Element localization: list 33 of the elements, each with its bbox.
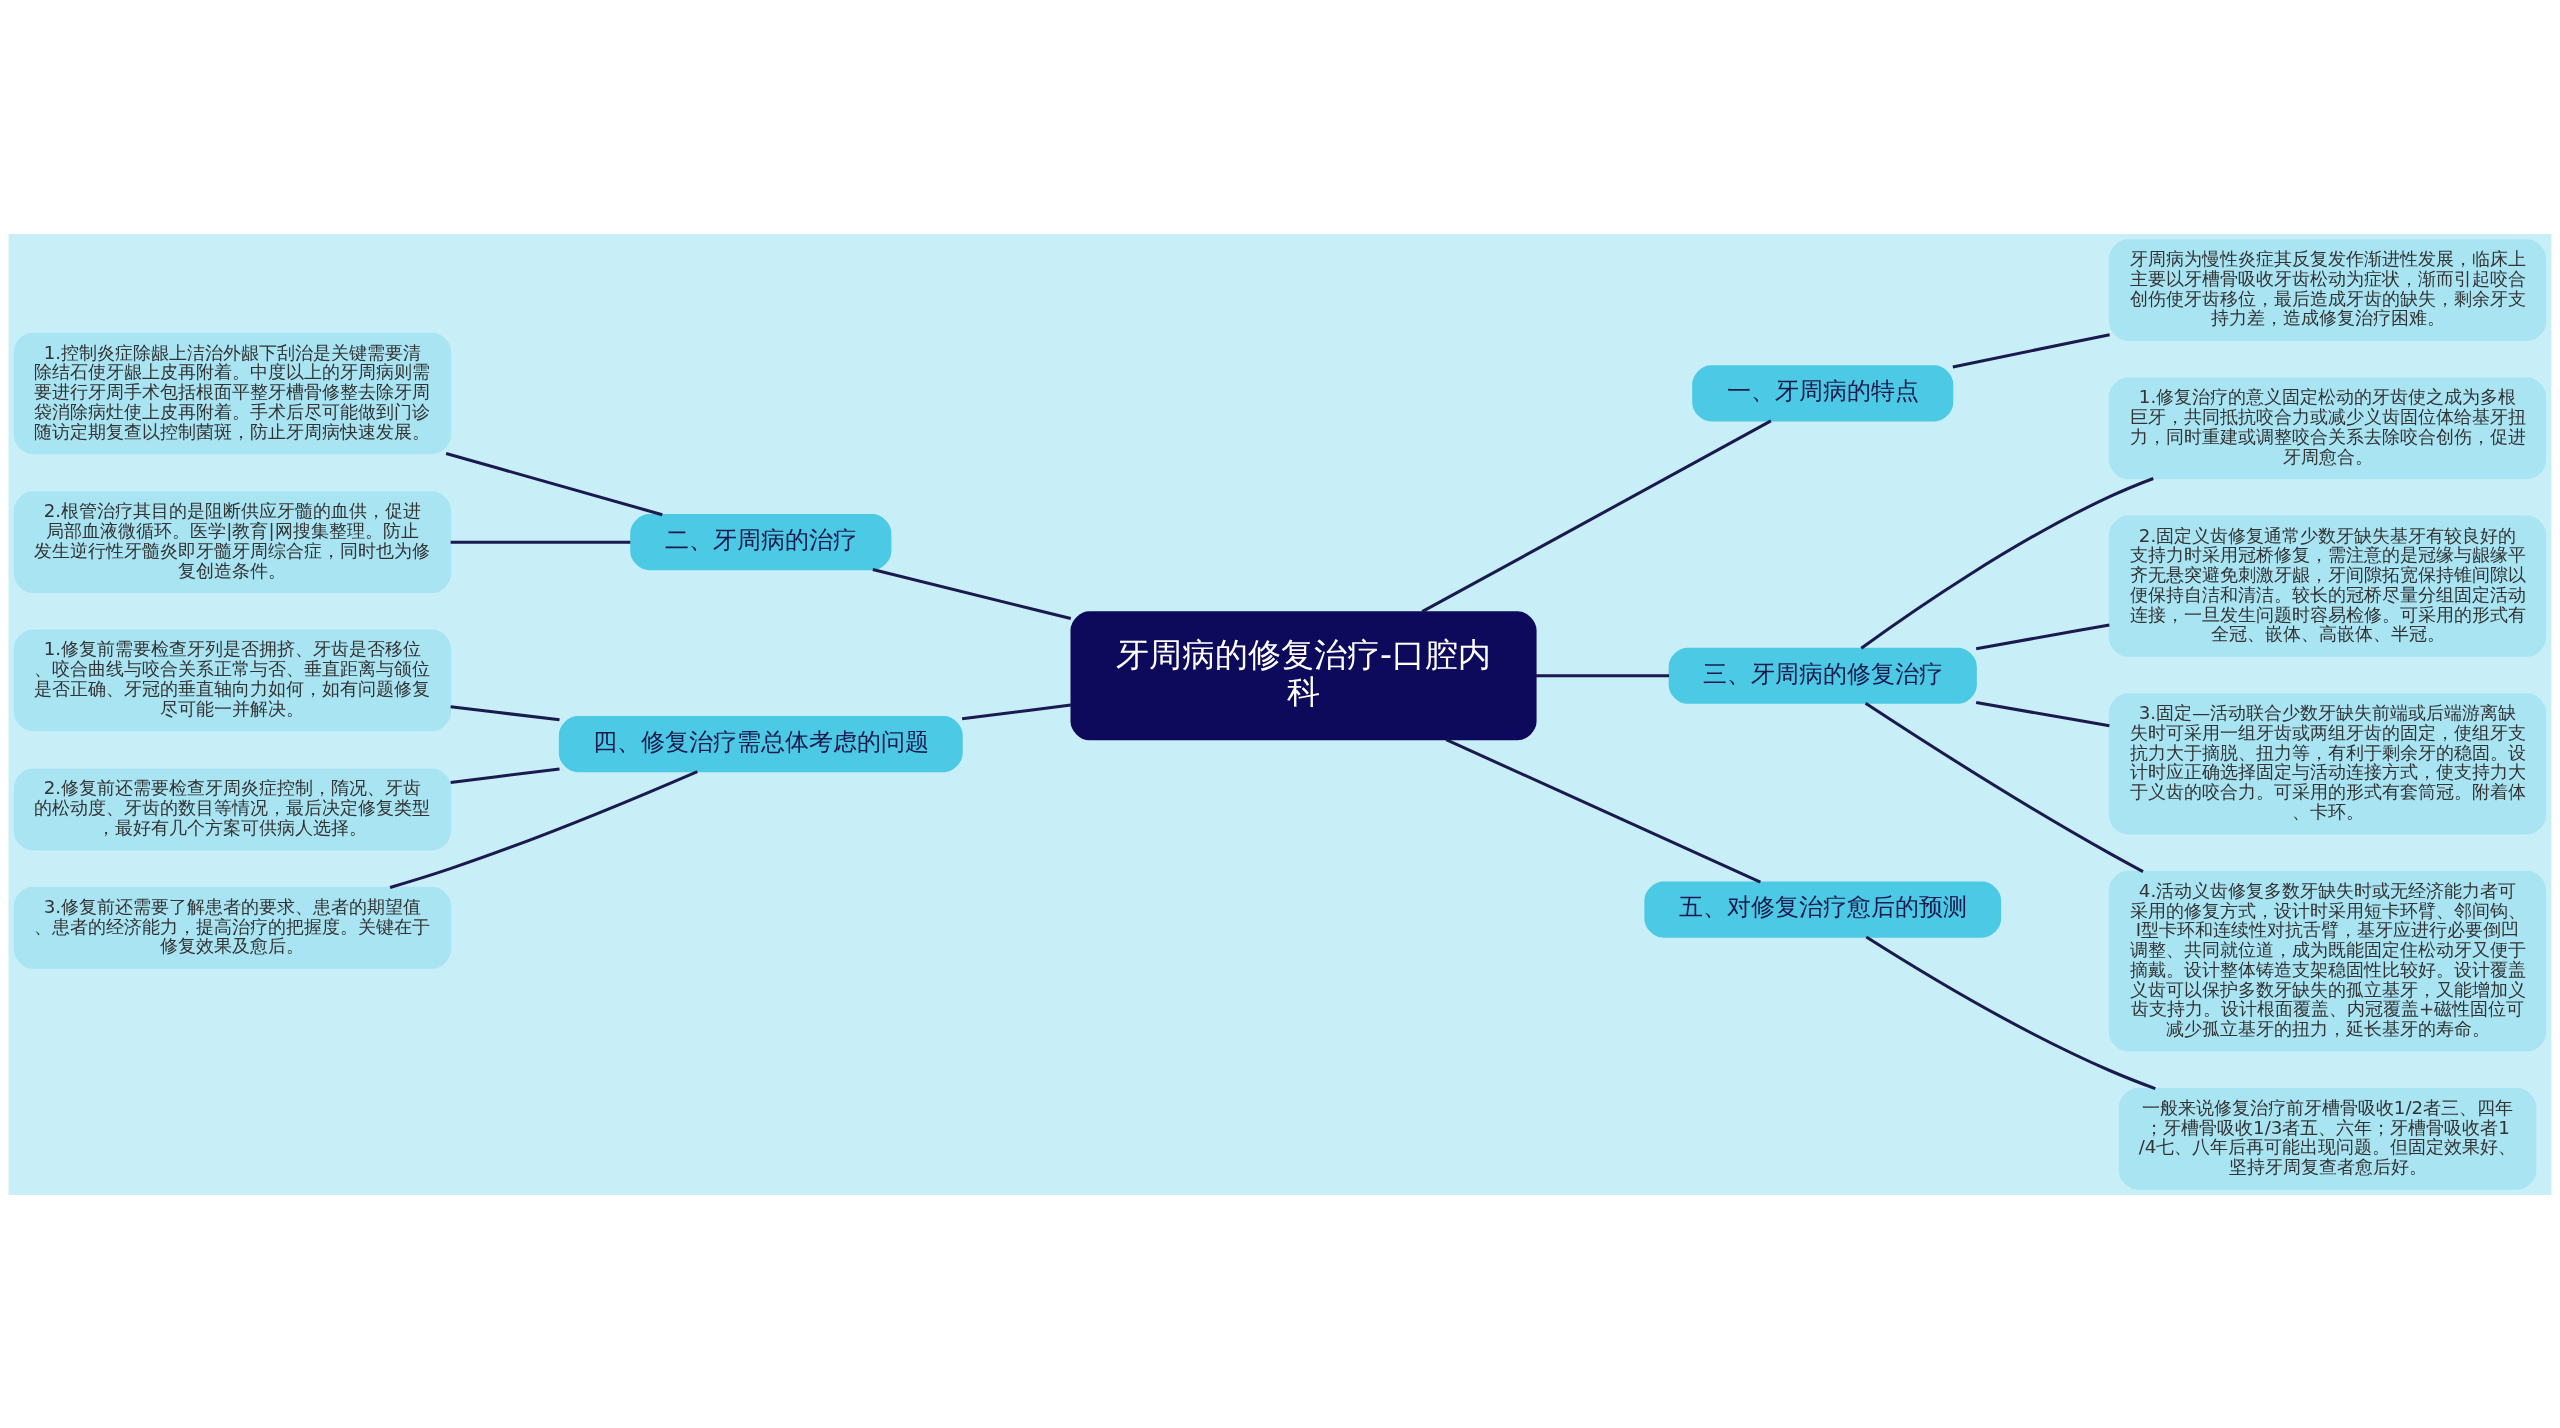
node-box: 3.修复前还需要了解患者的要求、患者的期望值、患者的经济能力，提高治疗的把握度。关键在于修复效果及愈后。 — [13, 886, 452, 969]
node-box: 四、修复治疗需总体考虑的问题 — [558, 715, 963, 772]
node-box: 4.活动义齿修复多数牙缺失时或无经济能力者可采用的修复方式，设计时采用短卡环臂、邻间钩、I型卡环和连续性对抗舌臂，基牙应进行必要倒凹调整、共同就位道，成为既能固定住松动牙又便于摘戴。设计整体铸造支架稳固性比较好。设计覆盖义齿可以保护多数牙缺失的孤立基牙，又能增加义齿支持力。设计根面覆盖、内冠覆盖+磁性固位可减少孤立基牙的扭力，延长基牙的寿命。 — [2108, 870, 2547, 1052]
node-box: 二、牙周病的治疗 — [630, 513, 892, 570]
node-box: 2.固定义齿修复通常少数牙缺失基牙有较良好的支持力时采用冠桥修复，需注意的是冠缘与龈缘平齐无悬突避免刺激牙龈，牙间隙拓宽保持锥间隙以便保持自洁和清洁。较长的冠桥尽量分组固定活动连接，一旦发生问题时容易检修。可采用的形式有全冠、嵌体、高嵌体、半冠。 — [2108, 515, 2547, 657]
node-box: 牙周病为慢性炎症其反复发作渐进性发展，临床上主要以牙槽骨吸收牙齿松动为症状，渐而引起咬合创伤使牙齿移位，最后造成牙齿的缺失，剩余牙支持力差，造成修复治疗困难。 — [2108, 238, 2547, 341]
node-box: 3.固定—活动联合少数牙缺失前端或后端游离缺失时可采用一组牙齿或两组牙齿的固定，使组牙支抗力大于摘脱、扭力等，有利于剩余牙的稳固。设计时应正确选择固定与活动连接方式，使支持力大于义齿的咬合力。可采用的形式有套筒冠。附着体、卡环。 — [2108, 692, 2547, 834]
connector — [389, 769, 698, 889]
node-box: 一般来说修复治疗前牙槽骨吸收1/2者三、四年；牙槽骨吸收1/3者五、六年；牙槽骨吸收者1/4七、八年后再可能出现问题。但固定效果好、坚持牙周复查者愈后好。 — [2118, 1087, 2537, 1190]
connector — [1864, 701, 2144, 873]
connector — [1860, 476, 2154, 649]
connector — [445, 451, 663, 516]
connector — [1865, 935, 2156, 1090]
node-box: 1.控制炎症除龈上洁治外龈下刮治是关键需要清除结石使牙龈上皮再附着。中度以上的牙周病则需要进行牙周手术包括根面平整牙槽骨修整去除牙周袋消除病灶使上皮再附着。手术后尽可能做到门诊随访定期复查以控制菌斑，防止牙周病快速发展。 — [13, 332, 452, 454]
connector — [1952, 332, 2110, 368]
connector — [1975, 622, 2110, 650]
connector — [1445, 737, 1762, 883]
connector — [1421, 419, 1772, 613]
connector — [450, 766, 560, 784]
connector — [450, 704, 560, 721]
node-box: 1.修复前需要检查牙列是否拥挤、牙齿是否移位、咬合曲线与咬合关系正常与否、垂直距离与颌位是否正确、牙冠的垂直轴向力如何，如有问题修复尽可能一并解决。 — [13, 629, 452, 731]
connector — [872, 567, 1072, 620]
node-box: 2.修复前还需要检查牙周炎症控制，隋况、牙齿的松动度、牙齿的数目等情况，最后决定修复类型，最好有几个方案可供病人选择。 — [13, 767, 452, 850]
node-box: 三、牙周病的修复治疗 — [1668, 647, 1977, 704]
node-box: 2.根管治疗其目的是阻断供应牙髓的血供，促进局部血液微循环。医学|教育|网搜集整理。防止发生逆行性牙髓炎即牙髓牙周综合症，同时也为修复创造条件。 — [13, 490, 452, 593]
connector — [1975, 700, 2110, 727]
connector — [450, 540, 631, 544]
node-box: 五、对修复治疗愈后的预测 — [1644, 881, 2002, 938]
node-box: 牙周病的修复治疗-口腔内科 — [1070, 610, 1537, 740]
node-box: 一、牙周病的特点 — [1692, 364, 1954, 421]
connector — [1535, 673, 1669, 677]
node-box: 1.修复治疗的意义固定松动的牙齿使之成为多根巨牙，共同抵抗咬合力或减少义齿固位体给基牙扭力，同时重建或调整咬合关系去除咬合创伤，促进牙周愈合。 — [2108, 376, 2547, 479]
connector — [961, 703, 1072, 720]
